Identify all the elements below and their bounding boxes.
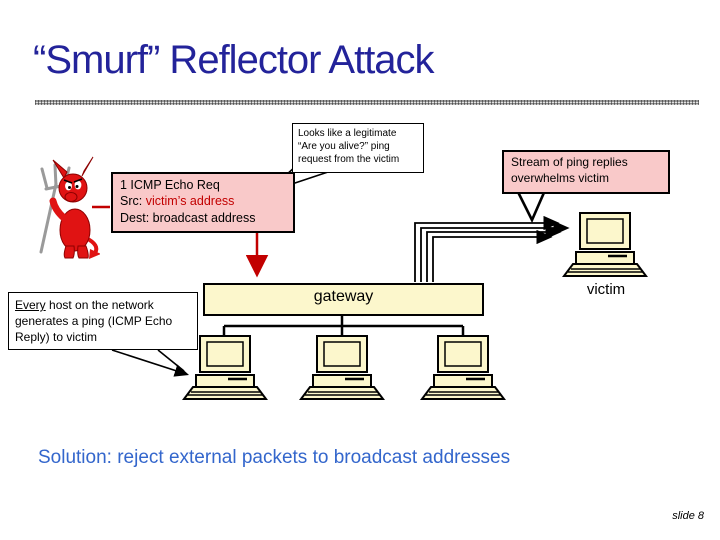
title-divider <box>35 100 699 105</box>
callout-line: “Are you alive?” ping <box>298 141 390 153</box>
devil-icon <box>20 152 100 260</box>
callout-line: request from the victim <box>298 154 400 166</box>
page-title: “Smurf” Reflector Attack <box>33 38 435 82</box>
every-rest: host on the network generates a ping (IC… <box>15 298 173 345</box>
every-word: Every <box>15 298 46 312</box>
slide-number: slide 8 <box>672 510 704 522</box>
victim-address-text: victim’s address <box>145 194 235 209</box>
victim-computer-icon <box>561 212 649 280</box>
solution-text: Solution: reject external packets to bro… <box>38 447 511 468</box>
icmp-src-line: Src: victim’s address <box>120 194 235 209</box>
callout-line: Looks like a legitimate <box>298 128 397 139</box>
reply-arrows <box>414 215 570 282</box>
icmp-dest-line: Dest: broadcast address <box>120 210 256 225</box>
host-computer-icon <box>419 335 507 403</box>
every-host-box: Every host on the network generates a pi… <box>8 292 198 351</box>
icmp-echo-request-box: 1 ICMP Echo Req Src: victim’s address De… <box>111 172 295 233</box>
gateway-node: gateway <box>203 283 484 316</box>
stream-line1: Stream of ping replies <box>511 155 628 169</box>
everyhost-callout-tail <box>111 349 190 377</box>
stream-replies-box: Stream of ping replies overwhelms victim <box>502 150 670 194</box>
icmp-line1: 1 ICMP Echo Req <box>120 178 220 192</box>
gateway-label: gateway <box>313 288 374 305</box>
stream-line2: overwhelms victim <box>511 170 610 185</box>
victim-label: victim <box>586 281 626 298</box>
host-computer-icon <box>181 335 269 403</box>
legitimate-ping-callout: Looks like a legitimate “Are you alive?”… <box>292 123 424 173</box>
host-computer-icon <box>298 335 386 403</box>
